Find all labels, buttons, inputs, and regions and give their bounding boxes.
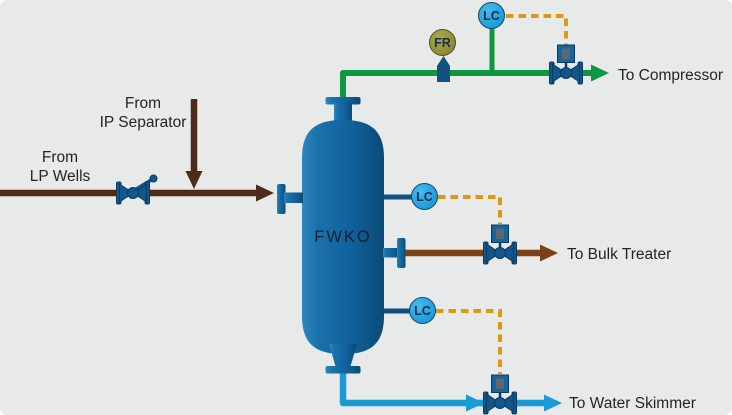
vessel-inlet-flange: [277, 184, 286, 214]
vessel-label: FWKO: [314, 228, 372, 246]
label-to-water-skimmer: To Water Skimmer: [569, 395, 696, 412]
flow-element: [437, 56, 450, 82]
level-controller-gas-bubble: LC: [478, 2, 505, 29]
gas-pipe: [340, 70, 592, 106]
level-controller-water-bubble: LC: [409, 297, 436, 324]
oil-control-valve: [483, 223, 517, 265]
inlet-valve: [116, 174, 158, 205]
signal-lines: [436, 14, 568, 374]
label-from-lp-wells: From LP Wells: [29, 149, 91, 185]
vessel-bottom-neck: [329, 344, 357, 368]
vessel-top-flange: [325, 97, 361, 105]
vessel-oil-flange: [397, 238, 406, 268]
flow-recorder-bubble: FR: [429, 29, 456, 56]
water-arrow-2: [544, 394, 562, 412]
vessel-body: [302, 120, 384, 354]
vessel-bottom-flange: [325, 366, 361, 374]
vessel-oil-neck: [383, 248, 399, 258]
gas-control-valve: [549, 43, 583, 85]
signal-water-lc: [436, 309, 502, 374]
gas-arrow: [591, 64, 609, 82]
label-to-compressor: To Compressor: [618, 67, 724, 84]
vessel-inlet-neck: [284, 192, 303, 203]
signal-gas-lc: [506, 14, 568, 45]
level-controller-oil-bubble: LC: [411, 183, 438, 210]
ip-separator-arrow: [185, 171, 203, 189]
lp-wells-arrow: [256, 184, 274, 202]
fwko-vessel: [277, 97, 406, 374]
water-control-valve: [483, 373, 517, 415]
oil-arrow: [540, 244, 558, 262]
signal-oil-lc: [438, 195, 502, 224]
label-to-bulk-treater: To Bulk Treater: [567, 246, 672, 263]
label-from-ip-separator: From IP Separator: [99, 95, 187, 131]
water-arrow-1: [466, 394, 484, 412]
